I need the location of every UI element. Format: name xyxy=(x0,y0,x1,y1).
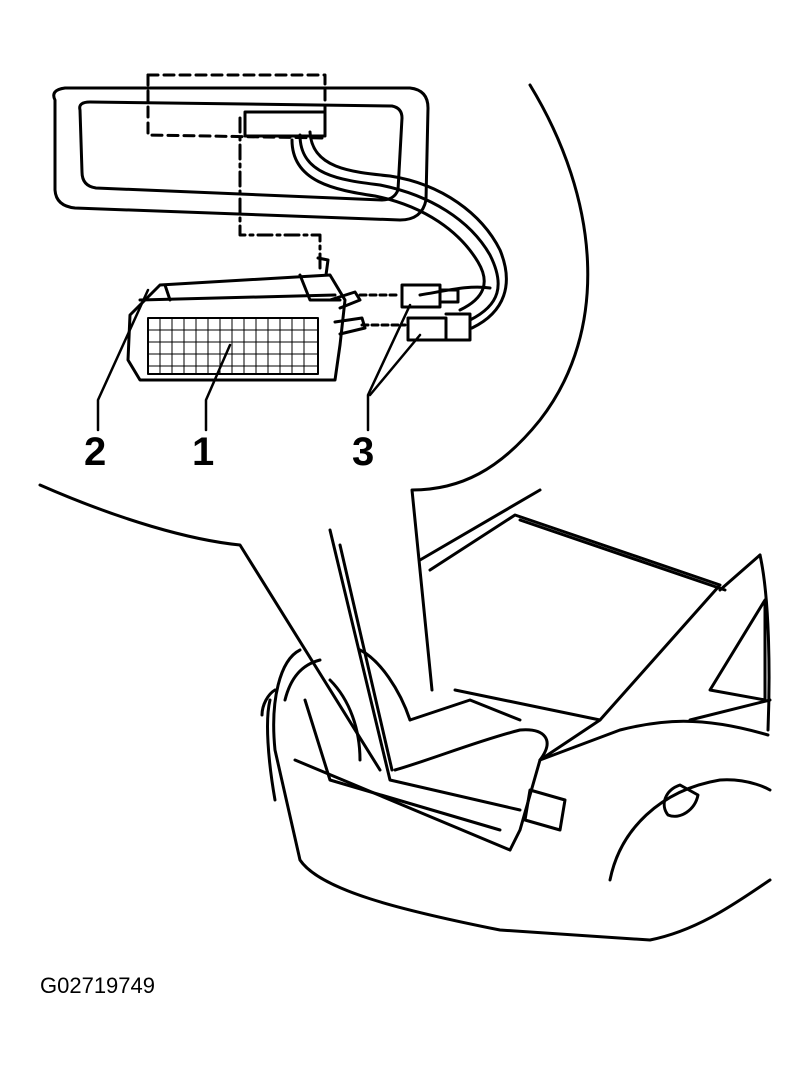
callout-2: 2 xyxy=(84,430,106,474)
callout-1: 1 xyxy=(192,430,214,474)
vehicle-rear xyxy=(260,488,772,942)
leader-lines xyxy=(96,288,422,432)
detail-bubble xyxy=(38,83,590,772)
lamp-lens xyxy=(147,317,319,375)
callout-3: 3 xyxy=(352,430,374,474)
luggage-compartment-lamp xyxy=(126,256,367,382)
callout-numbers: 2 1 3 xyxy=(84,430,374,474)
electrical-connectors xyxy=(358,283,472,342)
wiring-harness xyxy=(290,130,508,330)
figure-identifier: G02719749 xyxy=(40,973,155,998)
trunk-lid-trim-panel xyxy=(52,73,430,272)
